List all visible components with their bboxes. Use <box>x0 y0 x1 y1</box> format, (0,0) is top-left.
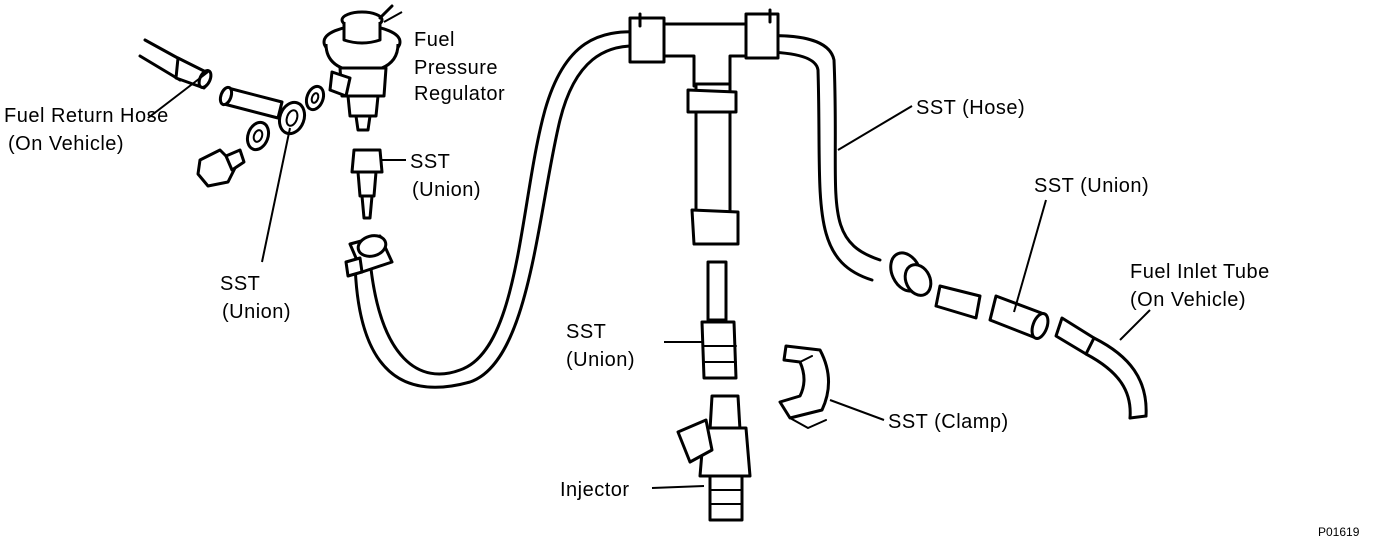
tee-hose-vertical <box>686 82 740 246</box>
label-line: Pressure <box>414 57 498 79</box>
union-bolt-pipe <box>218 85 284 120</box>
fuel-inlet-tube <box>1054 316 1148 420</box>
label-line: (Union) <box>222 301 291 323</box>
label-line: (Union) <box>412 179 481 201</box>
hose-fitting-left <box>344 234 394 278</box>
label-sst-union-left: SST (Union) <box>220 273 291 323</box>
union-bolt <box>196 148 246 188</box>
label-line: SST <box>220 273 260 295</box>
injector <box>676 394 752 522</box>
label-line: (On Vehicle) <box>1130 289 1246 311</box>
label-sst-union-right: SST (Union) <box>1034 175 1149 197</box>
label-sst-union-center: SST (Union) <box>566 321 635 371</box>
sst-clamp <box>778 344 831 429</box>
label-line: Fuel Inlet Tube <box>1130 261 1270 283</box>
label-line: SST <box>566 321 606 343</box>
label-line: SST <box>410 151 450 173</box>
label-line: Fuel <box>414 29 455 51</box>
label-sst-union-top: SST (Union) <box>410 151 481 201</box>
sst-union-right <box>934 284 1050 340</box>
label-line: (On Vehicle) <box>8 133 124 155</box>
hose-fitting-right <box>889 251 933 297</box>
leader-lines <box>147 11 1151 489</box>
label-sst-hose: SST (Hose) <box>916 97 1025 119</box>
label-line: Regulator <box>414 83 505 105</box>
fuel-pressure-regulator <box>322 4 402 132</box>
tee-joint <box>628 8 780 88</box>
label-injector: Injector <box>560 479 630 501</box>
label-fuel-return-hose: Fuel Return Hose (On Vehicle) <box>4 105 169 155</box>
label-fuel-inlet-tube: Fuel Inlet Tube (On Vehicle) <box>1130 261 1270 311</box>
label-line: Fuel Return Hose <box>4 105 169 127</box>
fuel-return-hose <box>138 38 213 90</box>
figure-code: P01619 <box>1318 525 1360 539</box>
sst-hose <box>353 30 882 389</box>
sst-union-top <box>350 148 384 220</box>
sst-union-center <box>700 260 738 380</box>
gasket-washers <box>245 84 326 152</box>
label-line: (Union) <box>566 349 635 371</box>
label-sst-clamp: SST (Clamp) <box>888 411 1009 433</box>
label-fuel-pressure-regulator: Fuel Pressure Regulator <box>414 29 505 105</box>
